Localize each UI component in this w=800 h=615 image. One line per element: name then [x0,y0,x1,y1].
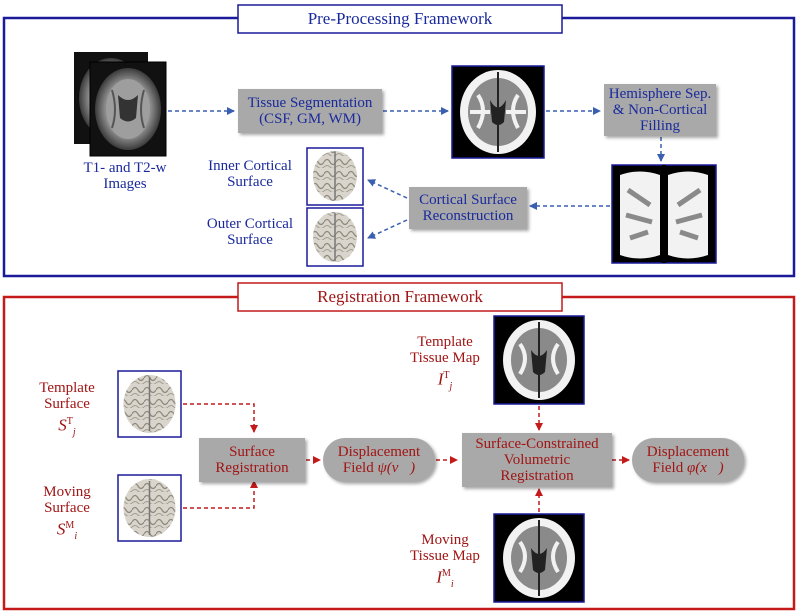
template-surface-symbol: STj [58,415,76,439]
outer-cortical-surface-label: Outer Cortical Surface [206,216,294,248]
preprocessing-title: Pre-Processing Framework [307,9,493,28]
surface-registration-box: Surface Registration [199,438,305,482]
moving-surface-image [117,474,182,542]
arrow-recon-to-inner [367,179,408,199]
arrow-recon-to-outer [367,219,408,239]
arrow-template-surface-to-reg [183,403,258,433]
moving-tissue-map-symbol: IMi [436,567,454,591]
hemisphere-separated-maps [611,164,717,264]
segmented-tissue-map [451,65,545,159]
moving-surface-label: Moving Surface SMi [22,484,112,547]
outer-cortical-surface-image [306,207,364,267]
displacement-field-psi-box: Displacement Field ψ(v⃗) [323,438,435,482]
registration-title: Registration Framework [317,287,483,306]
t1t2-images-label: T1- and T2-w Images [83,160,167,192]
arrow-moving-surface-to-reg [183,480,258,509]
moving-tissue-map-label: Moving Tissue Map IMi [400,532,490,595]
hemisphere-separation-box: Hemisphere Sep. & Non-Cortical Filling [604,84,716,136]
inner-cortical-surface-label: Inner Cortical Surface [208,158,292,190]
t1t2-mri-images [74,52,167,157]
inner-cortical-surface-image [306,147,364,206]
template-surface-image [117,370,182,438]
preprocessing-title-box [237,4,563,34]
moving-tissue-map-image [493,513,585,603]
template-tissue-map-image [493,315,585,405]
registration-title-box [237,282,563,312]
cortical-surface-reconstruction-box: Cortical Surface Reconstruction [409,187,527,229]
tissue-segmentation-box: Tissue Segmentation (CSF, GM, WM) [238,89,382,133]
template-tissue-map-label: Template Tissue Map ITj [400,334,490,397]
template-tissue-map-symbol: ITj [437,369,453,393]
moving-surface-symbol: SMi [56,519,78,543]
displacement-field-phi-box: Displacement Field φ(x⃗) [632,438,744,482]
volumetric-registration-box: Surface-Constrained Volumetric Registrat… [462,433,612,487]
template-surface-label: Template Surface STj [22,380,112,443]
